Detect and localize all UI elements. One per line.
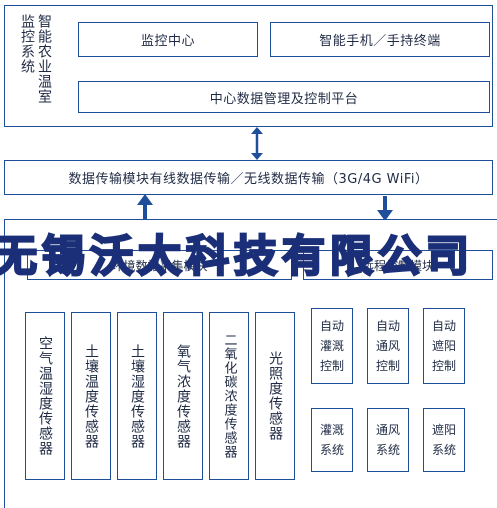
mobile-terminal-box: 智能手机／手持终端 [270, 22, 490, 57]
acquisition-module-box [27, 250, 292, 280]
controller-label: 自动灌溉控制 [319, 319, 344, 373]
control-module-box [303, 250, 493, 280]
sensor-label: 土壤湿度传感器 [129, 343, 145, 449]
system-label: 遮阳系统 [431, 423, 456, 457]
controller-ventilation: 自动通风控制 [367, 308, 409, 384]
sensor-oxygen: 氧气浓度传感器 [163, 312, 203, 480]
controller-shading: 自动遮阳控制 [423, 308, 465, 384]
control-module-label: 远程控制模块 [361, 258, 434, 273]
acquisition-module-label: 环境数据采集模块 [111, 258, 208, 273]
sensor-soil-temp: 土壤温度传感器 [71, 312, 111, 480]
transmission-box: 数据传输模块有线数据传输／无线数据传输（3G/4G WiFi） [4, 160, 493, 195]
sensor-label: 二氧化碳浓度传感器 [221, 333, 237, 459]
sensor-label: 氧气浓度传感器 [175, 343, 191, 449]
sensor-light: 光照度传感器 [255, 312, 295, 480]
arrow-head-down-3 [251, 153, 263, 160]
system-title: 智能农业温室监控系统 [19, 14, 52, 104]
system-shading: 遮阳系统 [423, 408, 465, 472]
controller-label: 自动遮阳控制 [431, 319, 456, 373]
system-label: 灌溉系统 [319, 423, 344, 457]
sensor-label: 空气温湿度传感器 [37, 336, 53, 456]
monitoring-center-box: 监控中心 [78, 22, 258, 57]
arrow-head-up-3 [251, 127, 263, 134]
central-platform-label: 中心数据管理及控制平台 [209, 91, 359, 107]
controller-label: 自动通风控制 [375, 319, 400, 373]
sensor-co2: 二氧化碳浓度传感器 [209, 312, 249, 480]
arrow-head-ctrl [377, 210, 393, 221]
arrow-head-acq [137, 194, 153, 205]
sensor-label: 土壤温度传感器 [83, 343, 99, 449]
controller-irrigation: 自动灌溉控制 [311, 308, 353, 384]
central-platform-box: 中心数据管理及控制平台 [78, 81, 490, 113]
mobile-terminal-label: 智能手机／手持终端 [319, 34, 441, 49]
sensor-label: 光照度传感器 [267, 351, 283, 441]
sensor-air-temp-humidity: 空气温湿度传感器 [25, 312, 65, 480]
system-irrigation: 灌溉系统 [311, 408, 353, 472]
system-ventilation: 通风系统 [367, 408, 409, 472]
monitoring-center-label: 监控中心 [140, 34, 195, 49]
system-label: 通风系统 [375, 423, 400, 457]
transmission-label: 数据传输模块有线数据传输／无线数据传输（3G/4G WiFi） [68, 172, 429, 187]
sensor-soil-humidity: 土壤湿度传感器 [117, 312, 157, 480]
